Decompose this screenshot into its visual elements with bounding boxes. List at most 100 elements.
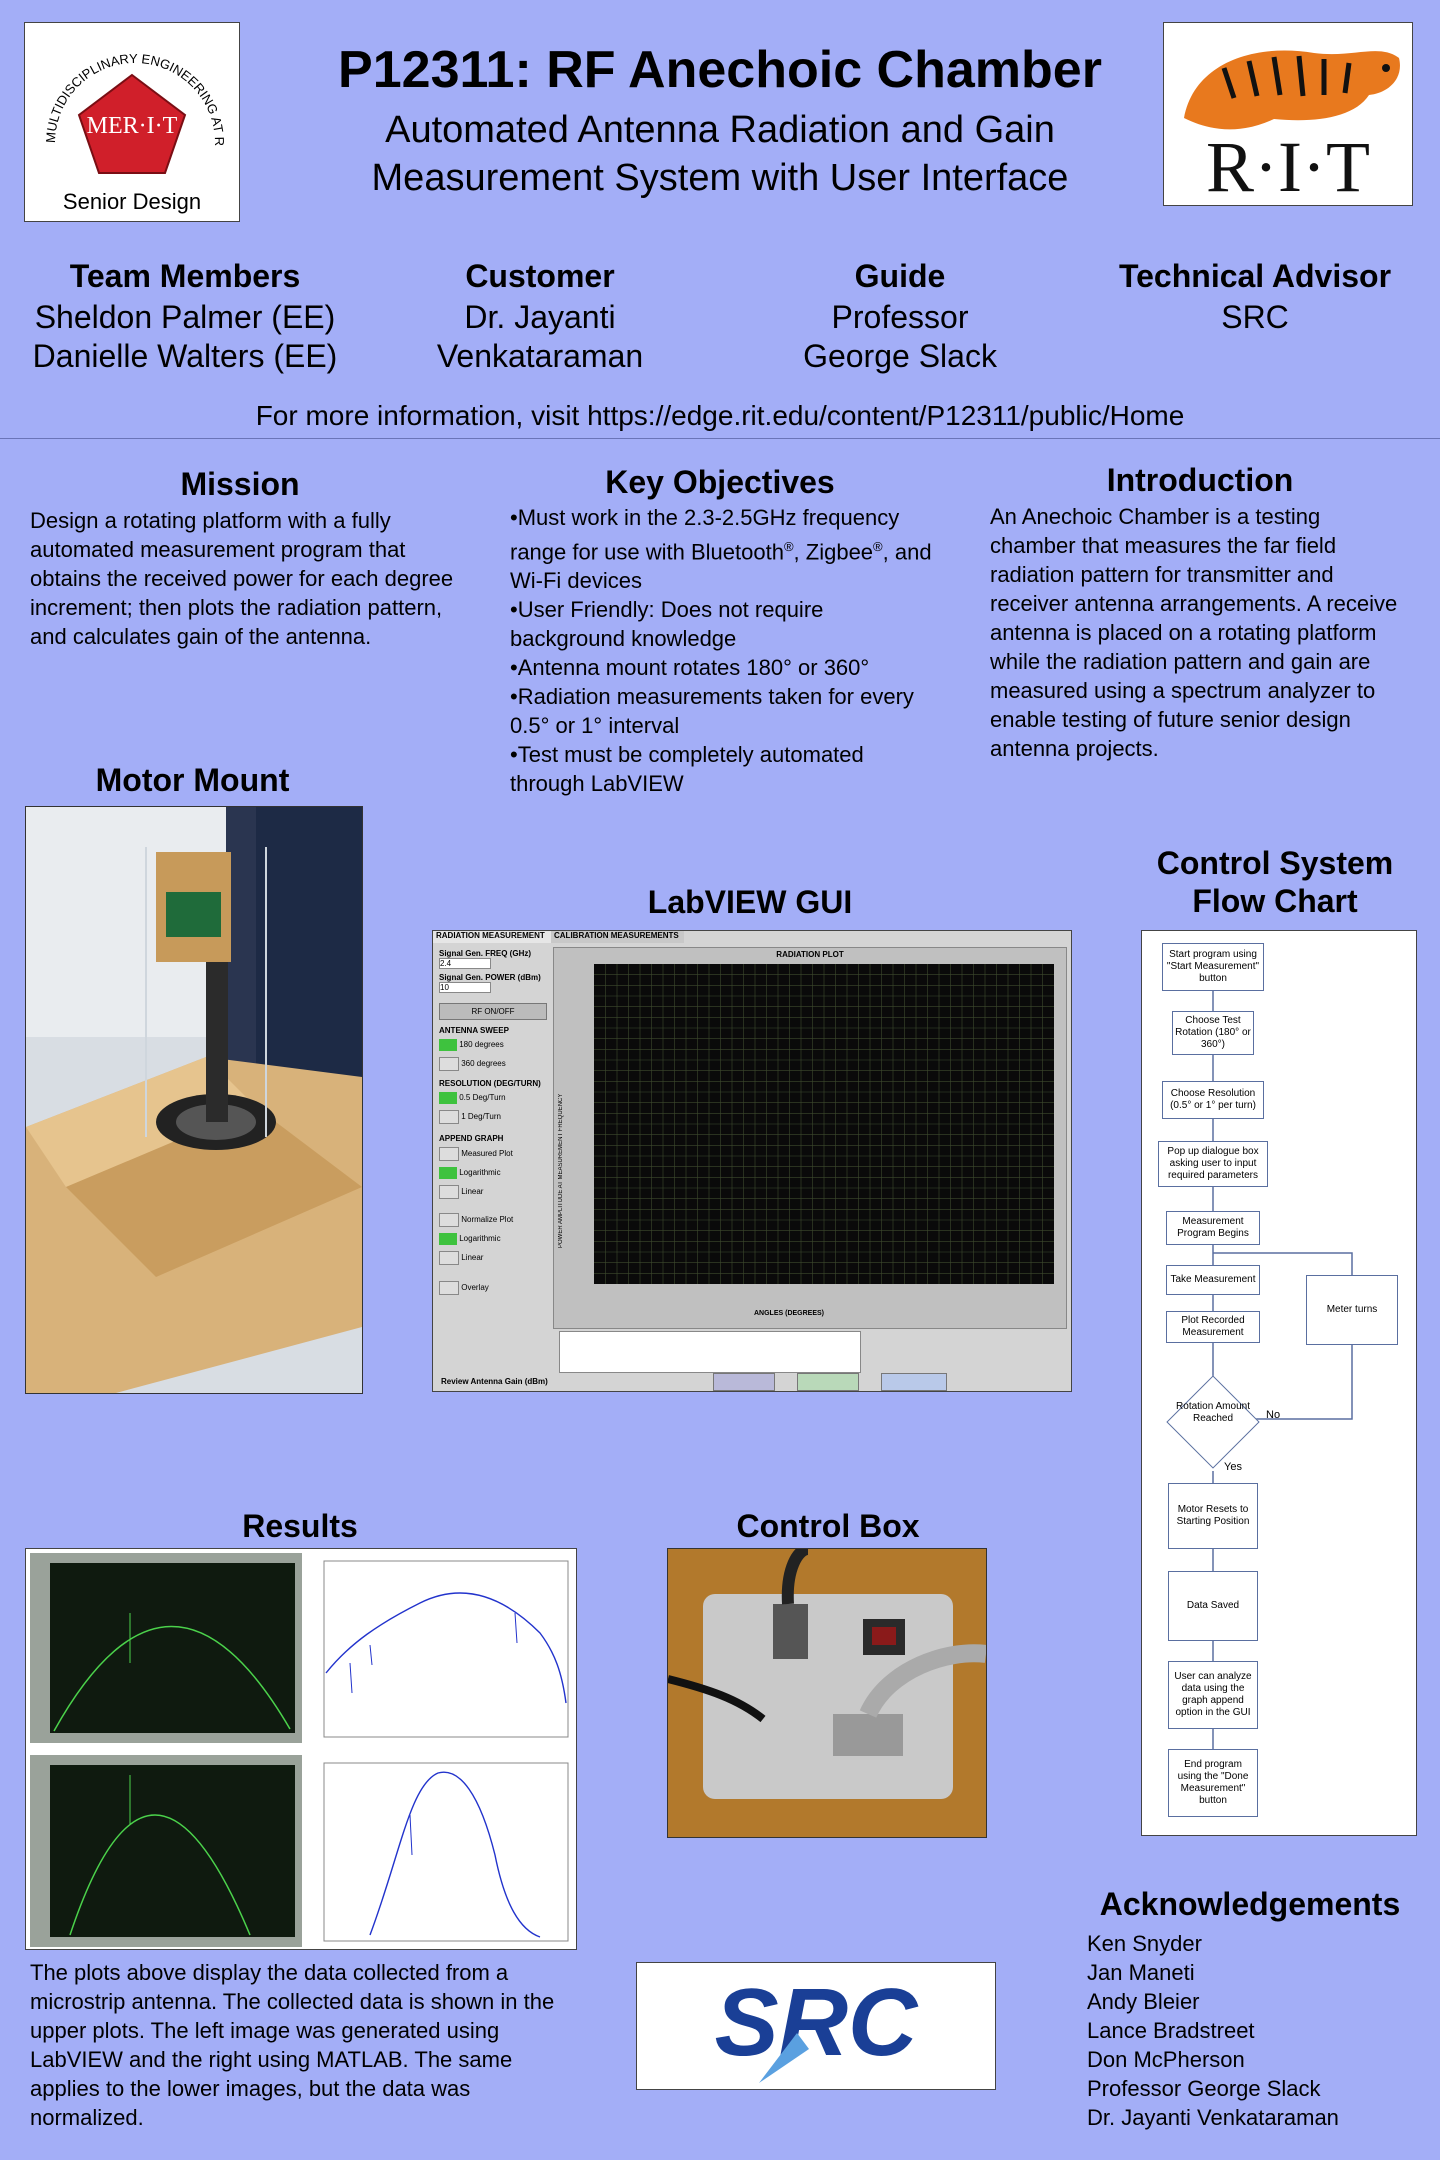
introduction-text: An Anechoic Chamber is a testing chamber…: [990, 504, 1398, 761]
sweep-360-option[interactable]: 360 degrees: [439, 1057, 547, 1071]
radiation-plot-frame: RADIATION PLOT POWER AMPLITUDE AT MEASUR…: [553, 947, 1067, 1329]
control-box-heading: Control Box: [736, 1508, 920, 1544]
objectives-list: •Must work in the 2.3-2.5GHz frequency r…: [510, 503, 940, 798]
append-log-option[interactable]: Logarithmic: [439, 1167, 547, 1179]
ack-name: Ken Snyder: [1087, 1931, 1202, 1956]
labview-button-2[interactable]: [797, 1373, 859, 1391]
introduction-heading: Introduction: [1106, 462, 1294, 498]
gain-label: Review Antenna Gain (dBm): [441, 1377, 548, 1386]
mission-heading: Mission: [180, 466, 300, 502]
labview-tab-radiation[interactable]: RADIATION MEASUREMENT: [433, 931, 552, 943]
tiger-icon: [1184, 50, 1400, 130]
merit-center-text: MER·I·T: [87, 113, 178, 139]
merit-logo: MULTIDISCIPLINARY ENGINEERING AT RIT MER…: [21, 11, 240, 222]
radiation-plot-title: RADIATION PLOT: [776, 950, 844, 959]
overlay-option[interactable]: Overlay: [439, 1281, 547, 1295]
radiation-plot-xlabel: ANGLES (DEGREES): [754, 1310, 825, 1317]
resolution-label: RESOLUTION (DEG/TURN): [439, 1079, 541, 1088]
radiation-plot-ylabel: POWER AMPLITUDE AT MEASUREMENT FREQUENCY: [558, 1093, 564, 1248]
results-heading: Results: [242, 1508, 358, 1544]
freq-label: Signal Gen. FREQ (GHz): [439, 949, 532, 958]
freq-input[interactable]: 2.4: [439, 958, 491, 969]
objective-4: •Radiation measurements taken for every …: [510, 684, 914, 739]
append-label: APPEND GRAPH: [439, 1134, 504, 1143]
poster-subtitle-line1: Automated Antenna Radiation and Gain: [385, 109, 1055, 151]
labview-heading: LabVIEW GUI: [647, 884, 853, 920]
ack-name: Dr. Jayanti Venkataraman: [1087, 2105, 1339, 2130]
flow-step-start: Start program using "Start Measurement" …: [1162, 943, 1264, 991]
ack-name: Don McPherson: [1087, 2047, 1245, 2072]
results-text: The plots above display the data collect…: [30, 1960, 555, 2130]
mission-text: Design a rotating platform with a fully …: [30, 508, 454, 649]
acknowledgements-heading: Acknowledgements: [1099, 1886, 1401, 1922]
labview-control-panel: Signal Gen. FREQ (GHz) 2.4 Signal Gen. P…: [439, 947, 547, 1385]
objectives-heading: Key Objectives: [605, 464, 835, 500]
rit-logo: R·I·T: [1163, 22, 1413, 207]
power-input[interactable]: 10: [439, 982, 491, 993]
measured-plot-option[interactable]: Measured Plot: [439, 1147, 547, 1161]
rf-toggle[interactable]: RF ON/OFF: [439, 1003, 547, 1020]
result-plot-labview-normalized: [30, 1755, 302, 1947]
flow-step-rotation: Choose Test Rotation (180° or 360°): [1172, 1011, 1254, 1055]
advisor-line-1: SRC: [1221, 299, 1289, 335]
motor-mount-photo: [25, 806, 363, 1394]
objective-2: •User Friendly: Does not require backgro…: [510, 597, 824, 652]
labview-button-1[interactable]: [713, 1373, 775, 1391]
src-logo: SRC: [636, 1962, 996, 2090]
poster-subtitle-line2: Measurement System with User Interface: [371, 157, 1069, 199]
append-linear-option[interactable]: Linear: [439, 1185, 547, 1199]
power-label: Signal Gen. POWER (dBm): [439, 973, 541, 982]
acknowledgements-list: Ken Snyder Jan Maneti Andy Bleier Lance …: [1087, 1929, 1417, 2132]
advisor-heading: Technical Advisor: [1118, 258, 1392, 294]
poster-title: P12311: RF Anechoic Chamber: [338, 41, 1102, 99]
radiation-plot-grid: [594, 964, 1054, 1284]
result-plot-labview-raw: [30, 1553, 302, 1743]
motor-mount-heading: Motor Mount: [95, 762, 290, 798]
objective-3: •Antenna mount rotates 180° or 360°: [510, 655, 870, 681]
customer-line-2: Venkataraman: [436, 338, 644, 374]
flow-step-meter-turns: Meter turns: [1306, 1275, 1398, 1345]
normalize-log-option[interactable]: Logarithmic: [439, 1233, 547, 1245]
flowchart-connectors: [1212, 991, 1353, 1749]
guide-line-2: George Slack: [803, 338, 997, 374]
flow-step-rotation-reached: Rotation Amount Reached: [1176, 1401, 1250, 1424]
flow-step-data-saved: Data Saved: [1168, 1571, 1258, 1641]
customer-line-1: Dr. Jayanti: [464, 299, 616, 335]
team-member-2: Danielle Walters (EE): [32, 338, 338, 374]
flow-step-motor-resets: Motor Resets to Starting Position: [1168, 1483, 1258, 1549]
ack-name: Lance Bradstreet: [1087, 2018, 1255, 2043]
sweep-label: ANTENNA SWEEP: [439, 1026, 509, 1035]
flowchart-heading-line1: Control System: [1156, 845, 1394, 881]
normalize-linear-option[interactable]: Linear: [439, 1251, 547, 1265]
guide-line-1: Professor: [831, 299, 969, 335]
ack-name: Professor George Slack: [1087, 2076, 1321, 2101]
control-box-photo: [667, 1548, 987, 1838]
flow-step-plot-recorded: Plot Recorded Measurement: [1166, 1311, 1260, 1343]
flow-yes-label: Yes: [1224, 1461, 1242, 1473]
team-member-1: Sheldon Palmer (EE): [34, 299, 336, 335]
result-plot-matlab-normalized: [310, 1755, 574, 1947]
flow-no-label: No: [1266, 1409, 1281, 1421]
sweep-180-option[interactable]: 180 degrees: [439, 1039, 547, 1051]
labview-button-3[interactable]: [881, 1373, 947, 1391]
result-plot-matlab-raw: [310, 1553, 574, 1743]
senior-design-text: Senior Design: [63, 189, 201, 214]
flow-step-end: End program using the "Done Measurement"…: [1168, 1749, 1258, 1817]
labview-screenshot: RADIATION MEASUREMENT CALIBRATION MEASUR…: [432, 930, 1072, 1392]
header-divider: [0, 438, 1440, 439]
labview-tab-calibration[interactable]: CALIBRATION MEASUREMENTS: [551, 931, 684, 943]
objective-5: •Test must be completely automated throu…: [510, 742, 864, 797]
data-table: [559, 1331, 861, 1373]
team-members-heading: Team Members: [69, 258, 301, 294]
flow-step-take-measurement: Take Measurement: [1166, 1265, 1260, 1295]
ack-name: Jan Maneti: [1087, 1960, 1195, 1985]
normalize-option[interactable]: Normalize Plot: [439, 1213, 547, 1227]
flow-step-dialogue: Pop up dialogue box asking user to input…: [1158, 1141, 1268, 1187]
more-info-link[interactable]: For more information, visit https://edge…: [255, 400, 1185, 431]
flow-step-resolution: Choose Resolution (0.5° or 1° per turn): [1162, 1081, 1264, 1119]
guide-heading: Guide: [854, 258, 946, 294]
customer-heading: Customer: [465, 258, 615, 294]
flowchart-heading: Control System Flow Chart: [1130, 844, 1420, 920]
res-05-option[interactable]: 0.5 Deg/Turn: [439, 1092, 547, 1104]
res-1-option[interactable]: 1 Deg/Turn: [439, 1110, 547, 1124]
